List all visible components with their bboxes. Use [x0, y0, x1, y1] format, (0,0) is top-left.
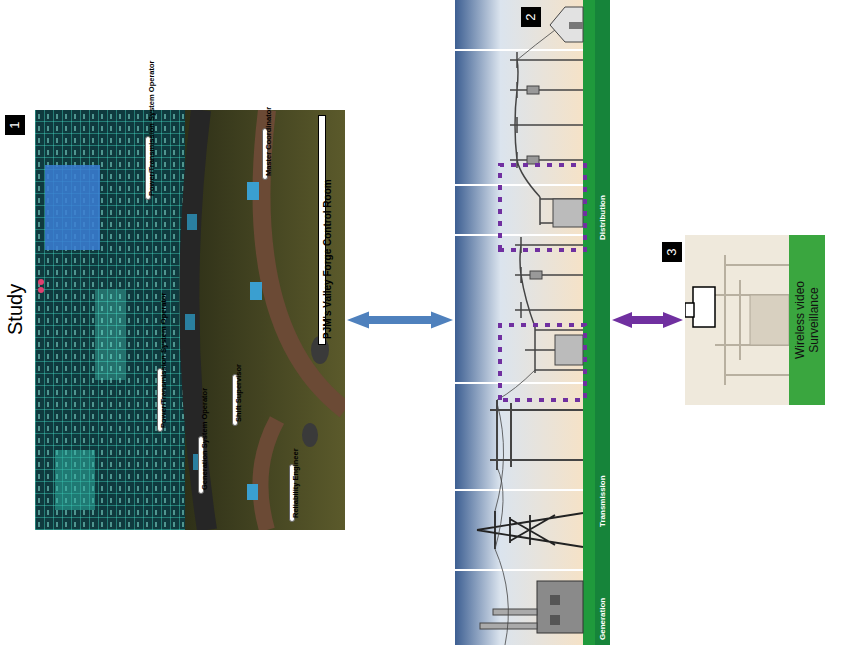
illustration-part: [185, 314, 195, 330]
surveillance-panel: 3Wireless video Surveillance: [685, 235, 825, 405]
illustration-part: [247, 484, 258, 500]
illustration-part: [685, 303, 694, 317]
section-label: Distribution: [598, 195, 608, 240]
illustration-part: [455, 50, 583, 570]
section-label: Transmission: [598, 475, 608, 527]
illustration-part: [553, 199, 583, 227]
illustration-part: [789, 235, 825, 405]
illustration-part: [510, 52, 583, 197]
role-bubble: Power/Transmission System Operator: [157, 368, 163, 432]
photo-panel: 1PJM's Valley Forge Control RoomPower/Tr…: [35, 110, 345, 530]
illustration-part: [187, 214, 197, 230]
illustration-part: [35, 110, 185, 530]
node-text: Power/Transmission System Operator: [148, 61, 157, 196]
illustration-part: [685, 235, 825, 405]
illustration-part: [480, 623, 537, 629]
node-text: Power/Transmission System Operator: [160, 293, 169, 428]
illustration-part: [550, 7, 583, 42]
grid-panel: 2Generation Transmission Distribution: [455, 0, 610, 645]
illustration-part: [247, 182, 259, 200]
illustration-part: [715, 255, 789, 385]
illustration-part: [693, 287, 715, 327]
illustration-part: [583, 0, 610, 645]
illustration-part: [500, 165, 585, 250]
illustration-part: [35, 110, 345, 530]
diagram-title: Study: [4, 284, 27, 335]
role-bubble: Generation System Operator: [198, 436, 204, 494]
double-arrow: [612, 312, 683, 328]
callout-number: 1: [5, 115, 25, 135]
illustration-part: [38, 287, 44, 293]
illustration-part: [455, 0, 585, 645]
role-bubble: Reliability Engineer: [289, 464, 295, 522]
illustration-part: [55, 450, 95, 510]
role-bubble: Master Coordinator: [262, 128, 268, 180]
callout-number: 2: [521, 7, 541, 27]
illustration-part: [527, 156, 539, 164]
illustration-part: [38, 279, 44, 285]
node-text: Shift Supervisor: [235, 364, 244, 422]
illustration-part: [477, 511, 583, 549]
node-text: Reliability Engineer: [292, 448, 301, 518]
illustration-part: [500, 325, 585, 400]
illustration-part: [493, 609, 537, 615]
role-bubble: Power/Transmission System Operator: [145, 136, 151, 200]
illustration-part: [261, 110, 345, 410]
illustration-part: [750, 295, 789, 345]
illustration-part: [95, 290, 125, 380]
illustration-part: [497, 370, 535, 400]
section-label: Generation: [598, 598, 608, 640]
illustration-part: [595, 0, 610, 645]
illustration-part: [517, 30, 555, 60]
node-text: PJM's Valley Forge Control Room: [322, 179, 334, 339]
double-arrow: [347, 312, 453, 329]
illustration-part: [490, 400, 583, 470]
illustration-part: [555, 335, 583, 365]
illustration-part: [260, 420, 277, 530]
illustration-part: [550, 595, 560, 605]
node-text: Master Coordinator: [265, 107, 274, 176]
illustration-part: [45, 165, 100, 250]
illustration-part: [250, 282, 262, 300]
illustration-part: [527, 86, 539, 94]
illustration-part: [530, 271, 542, 279]
role-bubble: Shift Supervisor: [232, 374, 238, 426]
photo-caption: PJM's Valley Forge Control Room: [318, 115, 326, 345]
illustration-part: [550, 615, 560, 625]
power-grid-illustration: [455, 0, 610, 645]
panel-caption: Wireless video Surveillance: [793, 255, 821, 385]
callout-number: 3: [662, 242, 682, 262]
illustration-part: [302, 423, 318, 447]
illustration-part: [569, 22, 583, 29]
illustration-part: [525, 327, 583, 373]
illustration-part: [537, 581, 583, 633]
node-text: Generation System Operator: [201, 388, 210, 490]
